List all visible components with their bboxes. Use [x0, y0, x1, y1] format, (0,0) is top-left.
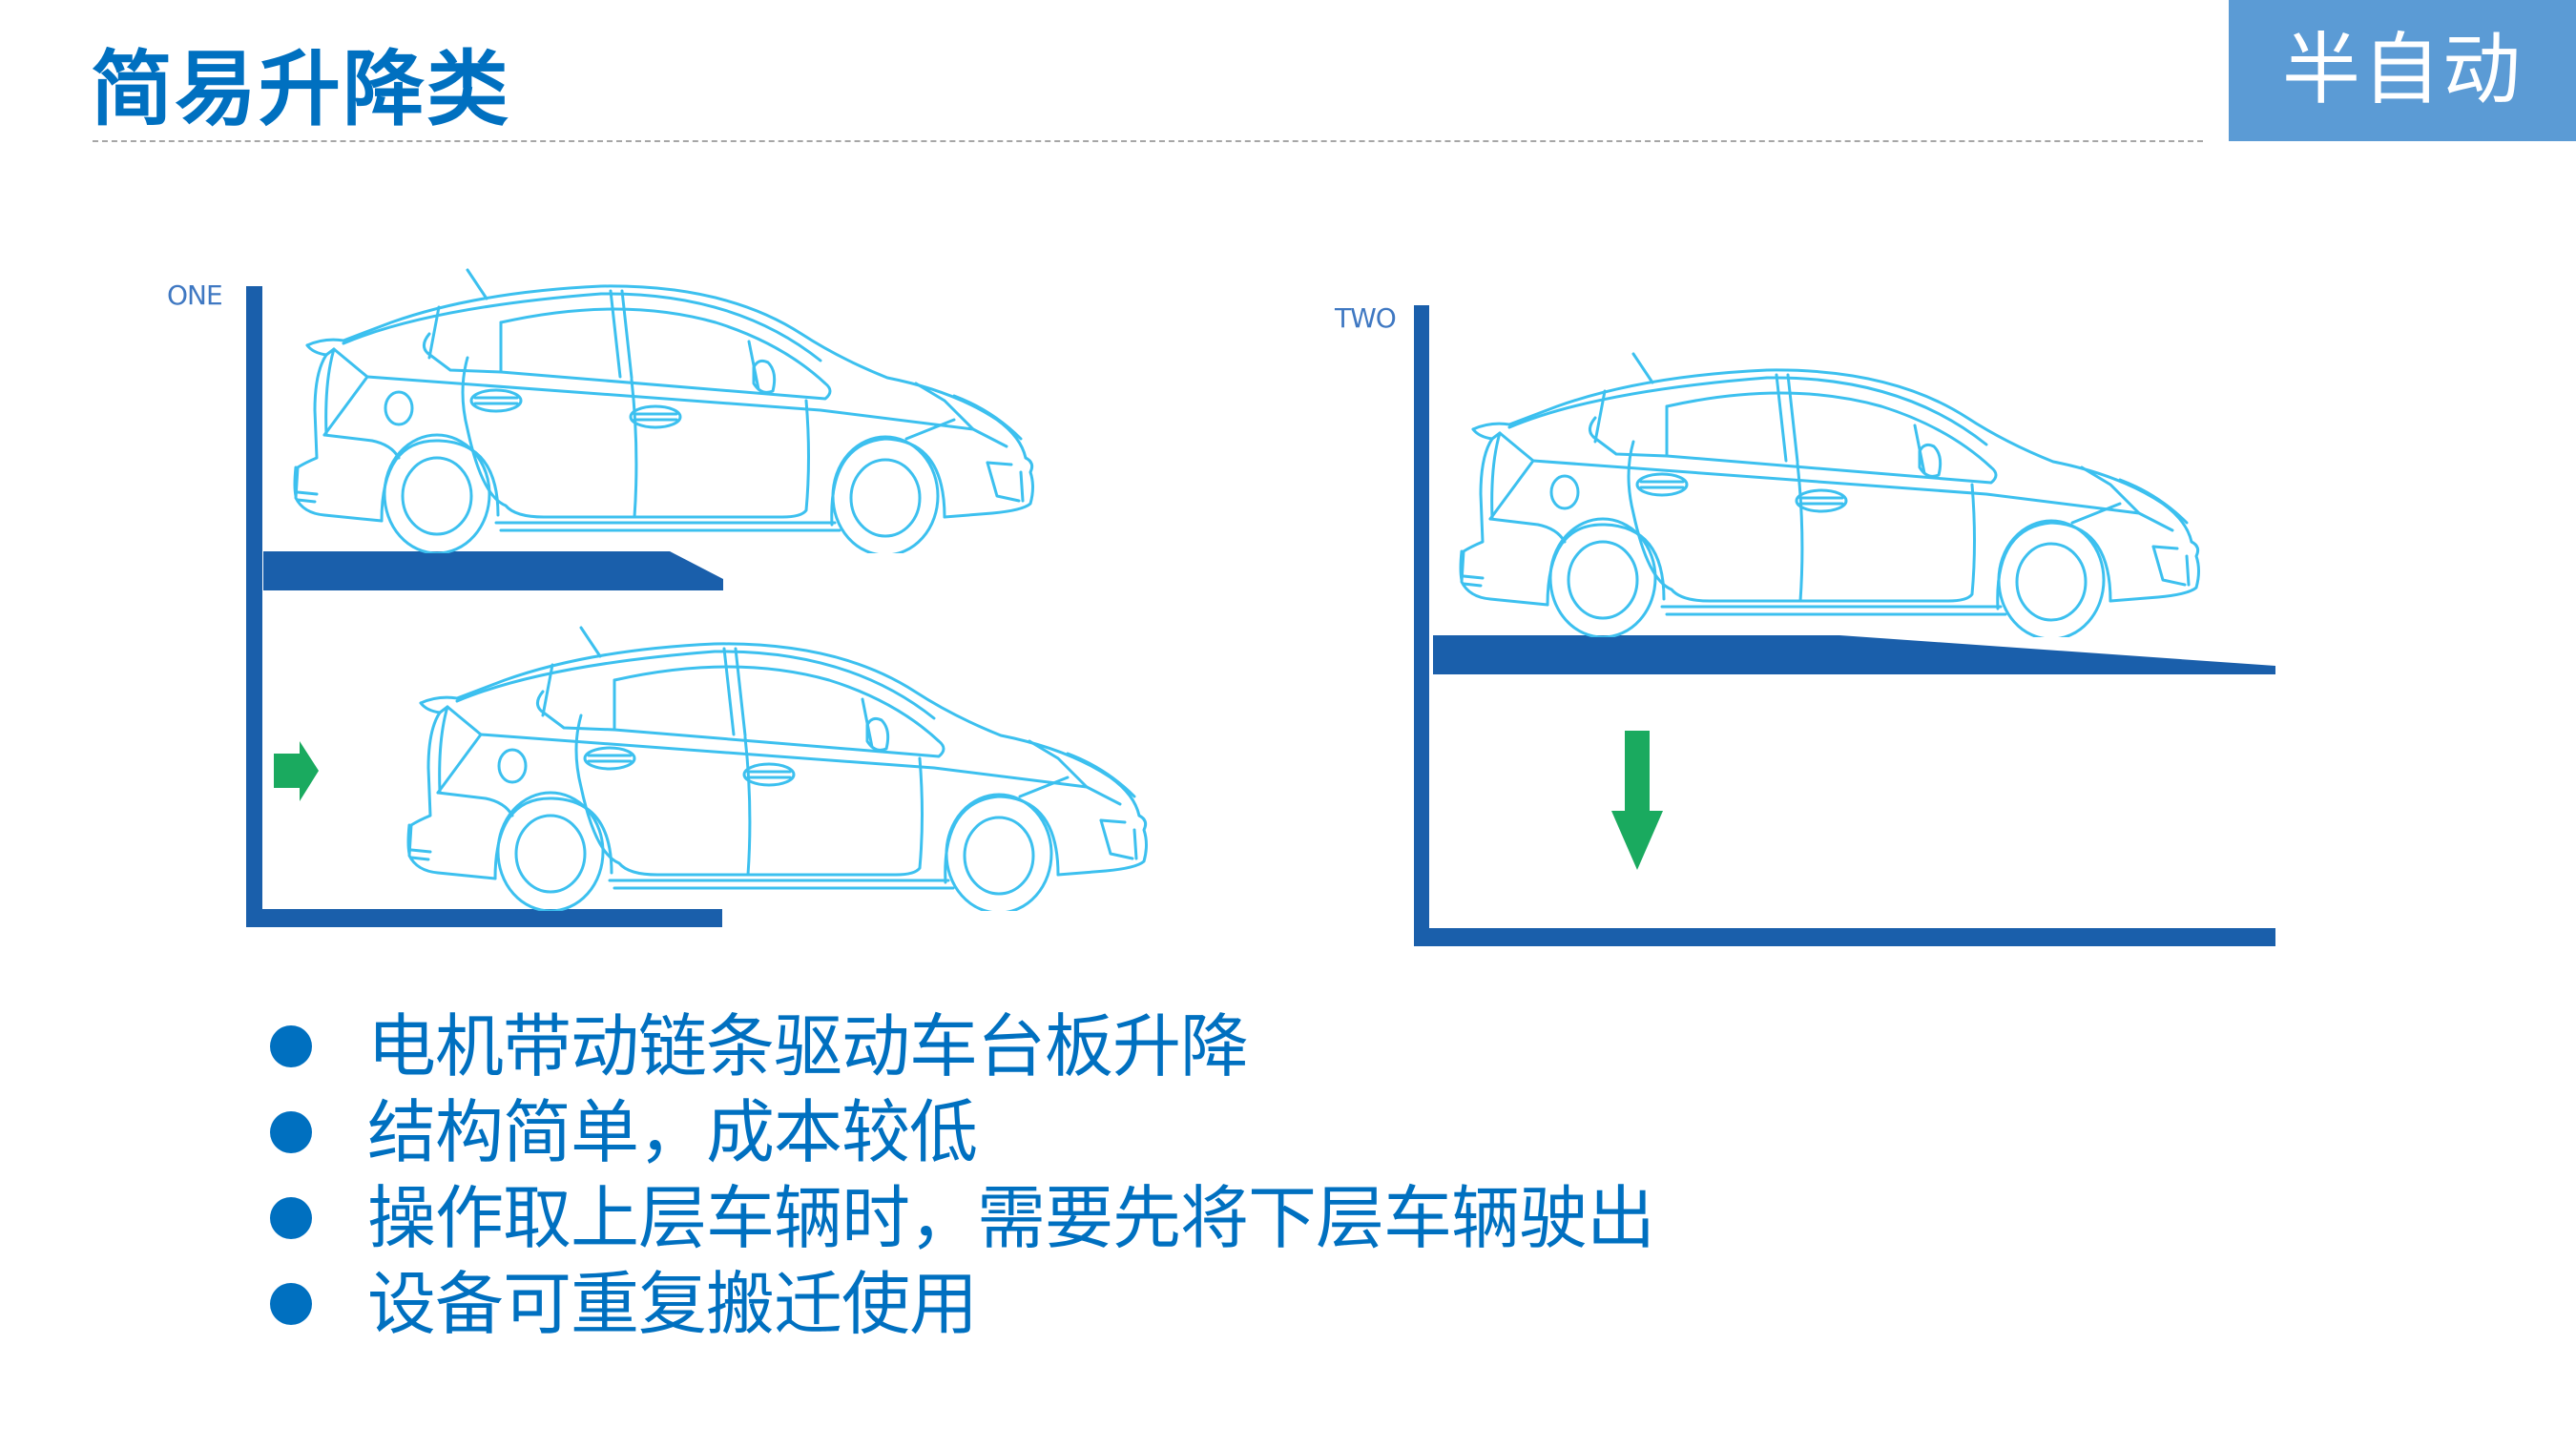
lowering-platform	[1433, 635, 2275, 674]
feature-text: 操作取上层车辆时，需要先将下层车辆驶出	[367, 1178, 1655, 1258]
page-title: 简易升降类	[91, 42, 510, 137]
feature-item: 结构简单，成本较低	[270, 1089, 1654, 1175]
floor-base	[246, 909, 722, 927]
feature-list: 电机带动链条驱动车台板升降 结构简单，成本较低 操作取上层车辆时，需要先将下层车…	[270, 1003, 1655, 1347]
feature-item: 操作取上层车辆时，需要先将下层车辆驶出	[270, 1175, 1655, 1261]
arrow-right-icon	[274, 741, 319, 801]
bullet-dot-icon	[270, 1025, 312, 1067]
feature-item: 设备可重复搬迁使用	[270, 1261, 1654, 1347]
feature-text: 电机带动链条驱动车台板升降	[367, 1006, 1249, 1086]
diagram-two	[1414, 305, 2275, 946]
upper-car	[293, 268, 1034, 553]
platform-car	[1459, 352, 2200, 637]
diagram-one-label: ONE	[167, 279, 223, 311]
feature-item: 电机带动链条驱动车台板升降	[270, 1003, 1654, 1089]
bullet-dot-icon	[270, 1283, 312, 1325]
bullet-dot-icon	[270, 1111, 312, 1153]
floor-base	[1414, 928, 2275, 946]
category-badge-label: 半自动	[2281, 25, 2523, 115]
category-badge: 半自动	[2229, 0, 2576, 141]
feature-text: 设备可重复搬迁使用	[367, 1264, 978, 1344]
left-post	[246, 286, 262, 927]
diagram-two-label: TWO	[1335, 302, 1397, 334]
right-post	[1414, 305, 1429, 946]
arrow-down-icon	[1611, 731, 1663, 870]
raised-platform	[263, 551, 723, 590]
feature-text: 结构简单，成本较低	[367, 1092, 978, 1172]
lower-car	[406, 626, 1148, 911]
diagram-one	[246, 268, 1148, 927]
title-divider	[93, 140, 2203, 142]
bullet-dot-icon	[270, 1197, 312, 1239]
